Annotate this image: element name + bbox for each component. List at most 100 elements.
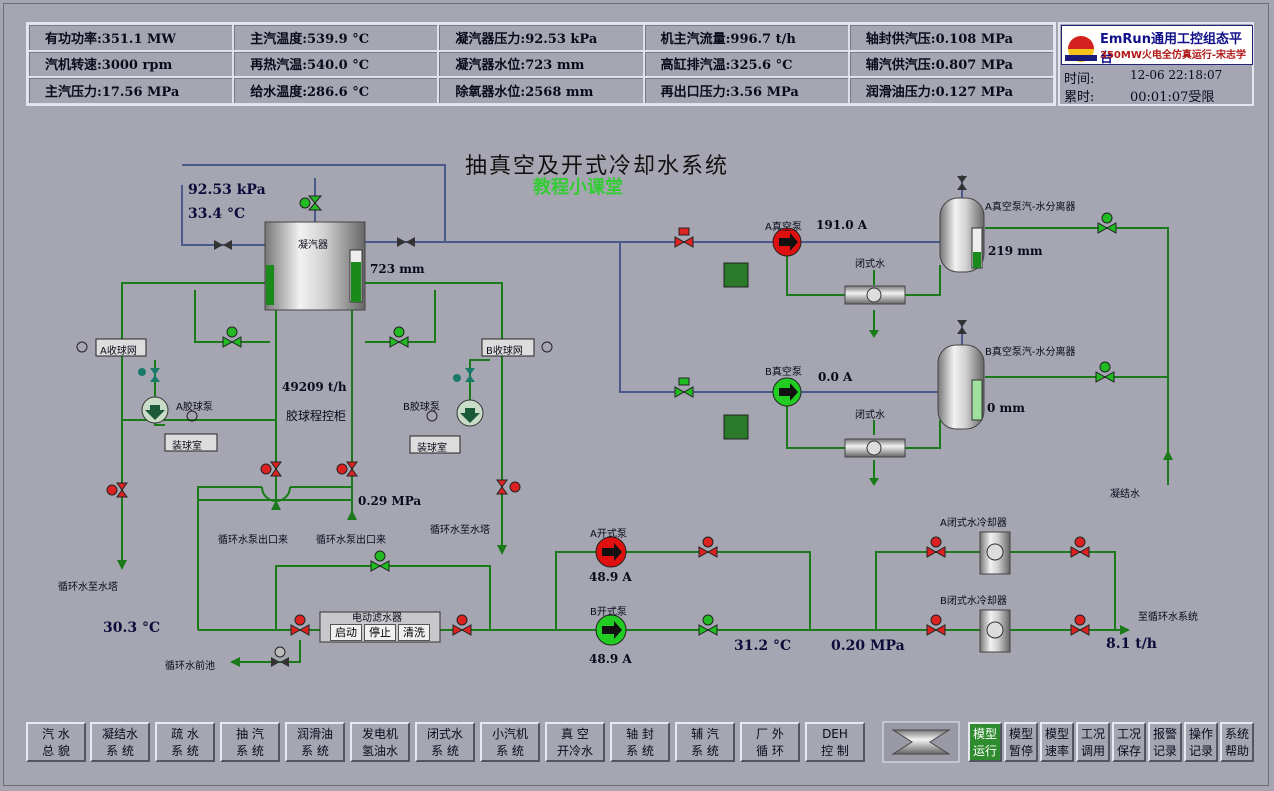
filter-start-button[interactable]: 启动 <box>330 624 362 641</box>
nav-button[interactable]: 发电机氢油水 <box>350 722 410 762</box>
logo-icon <box>1065 36 1097 62</box>
status-cell: 辅汽供汽压:0.807 MPa <box>848 50 1054 78</box>
status-cell: 轴封供汽压:0.108 MPa <box>848 24 1054 51</box>
b-separator-level: 0 mm <box>987 401 1025 415</box>
nav-button[interactable]: 轴 封系 统 <box>610 722 670 762</box>
closed-water-b: 闭式水 <box>855 410 885 421</box>
nav-button[interactable]: 汽 水总 貌 <box>26 722 86 762</box>
open-pump-a[interactable] <box>595 536 627 568</box>
page-title: 抽真空及开式冷却水系统 <box>465 154 730 179</box>
valve-icon <box>1070 614 1090 636</box>
ball-pump-a[interactable] <box>141 396 169 424</box>
time-value: 12-06 22:18:07 <box>1130 68 1223 82</box>
recirc-icons[interactable] <box>723 262 749 440</box>
closed-water-cooler-b <box>979 609 1011 653</box>
valve-icon <box>698 536 718 558</box>
valve-icon <box>957 320 967 334</box>
valve-icon <box>290 614 310 636</box>
status-cell: 再热汽温:540.0 °C <box>233 50 439 78</box>
b-vac-pump-label: B真空泵 <box>765 367 802 378</box>
valve-icon <box>957 176 967 190</box>
watermark-text: 教程小课堂 <box>533 177 623 198</box>
a-separator-label: A真空泵汽-水分离器 <box>985 202 1076 213</box>
valve-icon <box>674 377 694 398</box>
valve-icon <box>926 536 946 558</box>
vacuum-pump-a[interactable] <box>772 227 802 257</box>
case-save-button[interactable]: 工况保存 <box>1112 722 1146 762</box>
closed-water-cooler-a <box>979 531 1011 575</box>
filter-stop-button[interactable]: 停止 <box>364 624 396 641</box>
ball-room-b: 装球室 <box>417 443 447 454</box>
cooler-vac-a <box>844 285 906 305</box>
ball-flow: 49209 t/h <box>282 380 347 394</box>
nav-button[interactable]: 润滑油系 统 <box>285 722 345 762</box>
condenser-temp: 33.4 °C <box>188 206 246 222</box>
nav-button[interactable]: 辅 汽系 统 <box>675 722 735 762</box>
valve-icon <box>926 614 946 636</box>
ball-cabinet: 胶球程控柜 <box>286 409 347 423</box>
status-cell: 主汽压力:17.56 MPa <box>28 77 234 104</box>
nav-button[interactable]: 疏 水系 统 <box>155 722 215 762</box>
valve-icon <box>1097 212 1117 234</box>
help-button[interactable]: 系统帮助 <box>1220 722 1254 762</box>
status-cell: 有功功率:351.1 MW <box>28 24 234 51</box>
status-cell: 凝汽器水位:723 mm <box>438 50 644 78</box>
cooler-vac-b <box>844 438 906 458</box>
operation-log-button[interactable]: 操作记录 <box>1184 722 1218 762</box>
open-pump-b[interactable] <box>595 614 627 646</box>
nav-button[interactable]: 闭式水系 统 <box>415 722 475 762</box>
ball-pump-b[interactable] <box>456 399 484 427</box>
motor-icons <box>76 341 553 422</box>
closed-water-a: 闭式水 <box>855 259 885 270</box>
valve-icon <box>698 614 718 636</box>
valves[interactable] <box>106 176 1117 667</box>
elapsed-value: 00:01:07受限 <box>1130 90 1215 105</box>
model-speed-button[interactable]: 模型速率 <box>1040 722 1074 762</box>
a-separator-level: 219 mm <box>988 244 1043 258</box>
temp-312: 31.2 °C <box>734 638 792 654</box>
a-open-pump-label: A开式泵 <box>590 529 627 540</box>
valve-icon <box>260 461 282 477</box>
b-separator-label: B真空泵汽-水分离器 <box>985 347 1076 358</box>
a-vac-pump-label: A真空泵 <box>765 222 802 233</box>
model-pause-button[interactable]: 模型暂停 <box>1004 722 1038 762</box>
status-cell: 机主汽流量:996.7 t/h <box>643 24 849 51</box>
nav-button[interactable]: 小汽机系 统 <box>480 722 540 762</box>
to-tower-right: 循环水至水塔 <box>430 525 490 536</box>
valve-icon <box>1070 536 1090 558</box>
filter-clean-button[interactable]: 清洗 <box>398 624 430 641</box>
to-front-pool: 循环水前池 <box>165 661 215 672</box>
home-icon-shape <box>891 729 951 755</box>
pump-out-label-1: 循环水泵出口来 <box>218 535 288 546</box>
vacuum-pump-b[interactable] <box>772 377 802 407</box>
nav-button[interactable]: 厂 外循 环 <box>740 722 800 762</box>
elapsed-label: 累时: <box>1064 90 1095 105</box>
model-run-button[interactable]: 模型运行 <box>968 722 1002 762</box>
status-cell: 给水温度:286.6 °C <box>233 77 439 104</box>
a-ballpump-label: A胶球泵 <box>176 402 213 413</box>
case-load-button[interactable]: 工况调用 <box>1076 722 1110 762</box>
valve-icon <box>674 227 694 248</box>
b-open-current: 48.9 A <box>589 652 632 666</box>
nav-button[interactable]: 真 空开冷水 <box>545 722 605 762</box>
temp-303: 30.3 °C <box>103 620 161 636</box>
window-frame <box>3 3 1269 786</box>
condenser <box>264 221 366 311</box>
condenser-level: 723 mm <box>370 262 425 276</box>
flow-81: 8.1 t/h <box>1106 636 1157 652</box>
nav-button[interactable]: 抽 汽系 统 <box>220 722 280 762</box>
alarm-log-button[interactable]: 报警记录 <box>1148 722 1182 762</box>
a-net-label: A收球网 <box>100 346 137 357</box>
valve-icon <box>138 368 160 382</box>
valve-icon <box>222 326 242 348</box>
logo-subtitle: 350MW火电全仿真运行-宋志学 <box>1100 50 1247 61</box>
logo-title: EmRun通用工控组态平台 <box>1100 32 1242 66</box>
logo: EmRun通用工控组态平台 350MW火电全仿真运行-宋志学 <box>1061 25 1253 66</box>
to-tower-left: 循环水至水塔 <box>58 582 118 593</box>
nav-button[interactable]: 凝结水系 统 <box>90 722 150 762</box>
separator-a <box>939 197 985 273</box>
valve-icon <box>452 614 472 636</box>
valve-icon <box>370 550 390 572</box>
